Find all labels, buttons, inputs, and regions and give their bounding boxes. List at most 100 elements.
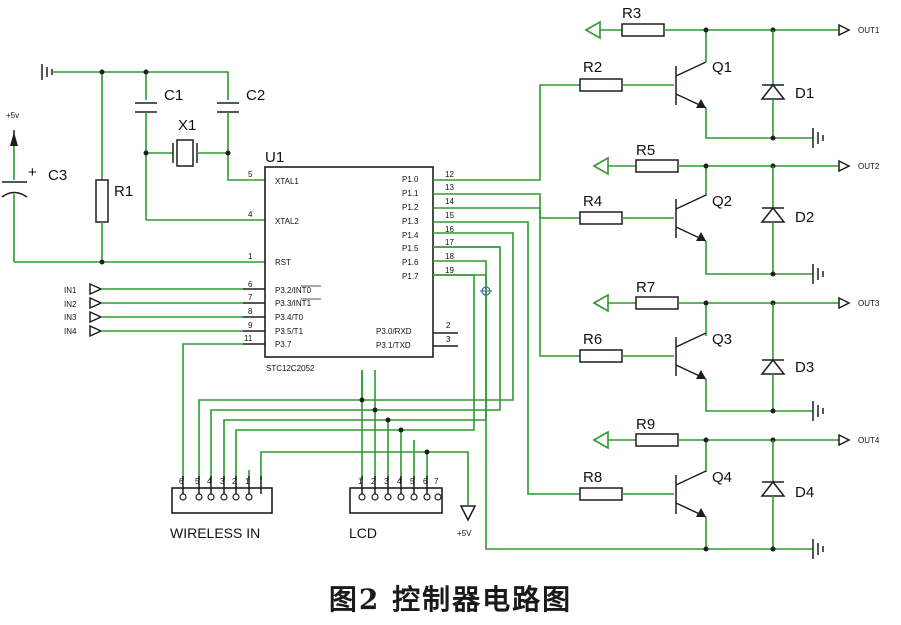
- crystal-x1: X1: [143, 117, 231, 167]
- c3-plus: +: [28, 164, 37, 181]
- mcu-to-connectors-wiring: [182, 232, 514, 505]
- out1-label: OUT1: [858, 26, 880, 35]
- controller-circuit-schematic: C1 C2 X1 R1 +5v + C3 U1: [1, 5, 880, 559]
- pin-name-p10: P1.0: [402, 175, 419, 184]
- pin-num-13: 13: [445, 183, 454, 192]
- r4-label: R4: [583, 193, 602, 210]
- q2-label: Q2: [712, 193, 732, 210]
- connector-lcd: 1 2 3 4 5 6 7 LCD: [349, 476, 443, 541]
- r8-label: R8: [583, 469, 602, 486]
- r9-label: R9: [636, 416, 655, 433]
- pin-num-1: 1: [248, 252, 253, 261]
- lcd-pin-6: 6: [423, 477, 428, 486]
- d2-label: D2: [795, 209, 814, 226]
- r5-label: R5: [636, 142, 655, 159]
- in1-label: IN1: [64, 286, 77, 295]
- wireless-pin-5: 5: [195, 477, 200, 486]
- r1-label: R1: [114, 183, 133, 200]
- figure-caption: 图2 控制器电路图: [328, 583, 573, 616]
- output-stage-2: OUT2 R5 R4 Q2 D2: [579, 142, 880, 284]
- in4-label: IN4: [64, 327, 77, 336]
- lcd-pin-5: 5: [410, 477, 415, 486]
- out2-label: OUT2: [858, 162, 880, 171]
- pin-name-p37: P3.7: [275, 340, 292, 349]
- pin-num-16: 16: [445, 225, 454, 234]
- vcc-5v-arrow: +5V: [457, 505, 477, 538]
- output-stage-3: OUT3 R7 R6 Q3 D3: [579, 279, 880, 421]
- pin-name-p13: P1.3: [402, 217, 419, 226]
- wireless-pin-3: 3: [220, 477, 225, 486]
- pin-num-14: 14: [445, 197, 454, 206]
- lcd-label: LCD: [349, 525, 377, 541]
- pin-num-19: 19: [445, 266, 454, 275]
- wireless-pin-4: 4: [207, 477, 212, 486]
- pin-name-p14: P1.4: [402, 231, 419, 240]
- wireless-pin-1: 1: [245, 477, 250, 486]
- q1-label: Q1: [712, 59, 732, 76]
- r2-label: R2: [583, 59, 602, 76]
- connector-wireless-in: 6 5 4 3 2 1 WIRELESS IN: [170, 476, 273, 541]
- r7-label: R7: [636, 279, 655, 296]
- mcu-left-pin-stubs: [243, 288, 458, 347]
- pin-name-p12: P1.2: [402, 203, 419, 212]
- in2-label: IN2: [64, 300, 77, 309]
- pin-num-5: 5: [248, 170, 253, 179]
- x1-label: X1: [178, 117, 196, 134]
- base-drive-wiring: [433, 84, 580, 495]
- capacitor-c2: C2: [217, 87, 265, 181]
- mcu-ref: U1: [265, 149, 284, 166]
- pin-num-11: 11: [244, 334, 253, 343]
- pin-name-rxd: P3.0/RXD: [376, 327, 412, 336]
- mcu-u1: U1 STC12C2052 XTAL1 5 XTAL2 4 RST 1 P3.2…: [244, 149, 454, 373]
- pin-name-p32: P3.2/INT0: [275, 286, 312, 295]
- lcd-pin-3: 3: [384, 477, 389, 486]
- pin-num-7: 7: [248, 293, 253, 302]
- d1-label: D1: [795, 85, 814, 102]
- lcd-pin-4: 4: [397, 477, 402, 486]
- pin-num-18: 18: [445, 252, 454, 261]
- c3-label: C3: [48, 167, 67, 184]
- out4-label: OUT4: [858, 436, 880, 445]
- wireless-pin-2: 2: [232, 477, 237, 486]
- pin-num-17: 17: [445, 238, 454, 247]
- pin-name-p33: P3.3/INT1: [275, 299, 312, 308]
- input-ports: IN1 IN2 IN3 IN4: [64, 282, 243, 338]
- c1-label: C1: [164, 87, 183, 104]
- pin-name-p35: P3.5/T1: [275, 327, 304, 336]
- d4-label: D4: [795, 484, 814, 501]
- resistor-r1: R1: [95, 179, 133, 262]
- in3-label: IN3: [64, 313, 77, 322]
- capacitor-c3: +5v + C3: [1, 111, 67, 262]
- pin-name-p34: P3.4/T0: [275, 313, 304, 322]
- emitter-return-wiring: [433, 246, 813, 550]
- q3-label: Q3: [712, 331, 732, 348]
- vcc-5v-label: +5V: [457, 529, 472, 538]
- out3-label: OUT3: [858, 299, 880, 308]
- r6-label: R6: [583, 331, 602, 348]
- r3-label: R3: [622, 5, 641, 22]
- q4-label: Q4: [712, 469, 732, 486]
- vcc-label: +5v: [6, 111, 19, 120]
- pin-num-9: 9: [248, 321, 253, 330]
- output-stage-4: OUT4 R9 R8 Q4 D4: [579, 416, 880, 559]
- wireless-label: WIRELESS IN: [170, 525, 260, 541]
- pin-name-xtal2: XTAL2: [275, 217, 299, 226]
- lcd-pin-7: 7: [434, 477, 439, 486]
- pin-num-3: 3: [446, 335, 451, 344]
- pin-name-p11: P1.1: [402, 189, 419, 198]
- pin-num-4: 4: [248, 210, 253, 219]
- d3-label: D3: [795, 359, 814, 376]
- pin-name-p17: P1.7: [402, 272, 419, 281]
- lcd-pin-1: 1: [358, 477, 363, 486]
- pin-name-p15: P1.5: [402, 244, 419, 253]
- pin-name-p16: P1.6: [402, 258, 419, 267]
- pin-num-15: 15: [445, 211, 454, 220]
- pin-name-xtal1: XTAL1: [275, 177, 299, 186]
- c2-label: C2: [246, 87, 265, 104]
- wireless-pin-6: 6: [179, 477, 184, 486]
- pin-name-txd: P3.1/TXD: [376, 341, 411, 350]
- pin-num-8: 8: [248, 307, 253, 316]
- power-rail: [41, 64, 229, 180]
- lcd-pin-2: 2: [371, 477, 376, 486]
- pin-num-12: 12: [445, 170, 454, 179]
